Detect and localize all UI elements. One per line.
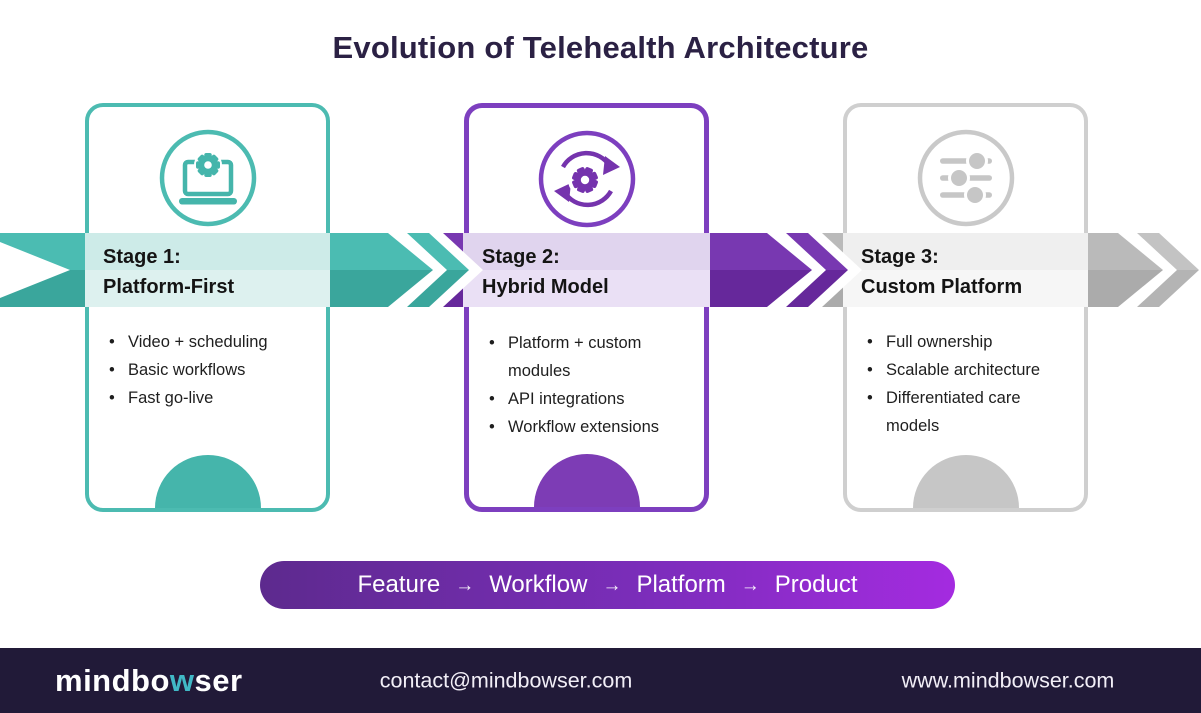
page-title: Evolution of Telehealth Architecture — [332, 30, 869, 65]
progression-item: Product — [774, 571, 858, 598]
arrow-right-icon: → — [602, 575, 622, 596]
logo-accent-w: w — [169, 662, 195, 698]
semicircle-decoration — [912, 455, 1019, 508]
bullet-item: Scalable architecture — [865, 356, 1074, 384]
stage-1-heading: Stage 1: Platform-First — [103, 233, 234, 307]
bullet-text: Differentiated care models — [886, 389, 1021, 435]
stage-1-bullets: Video + scheduling Basic workflows Fast … — [107, 328, 316, 412]
logo-text: ser — [194, 662, 243, 698]
laptop-gear-icon — [156, 126, 260, 230]
bullet-item: Fast go-live — [107, 384, 316, 412]
stage-3-heading: Stage 3: Custom Platform — [861, 233, 1022, 307]
progression-item: Feature — [357, 571, 441, 598]
logo-text: mindbo — [55, 662, 170, 698]
stage-label: Stage 2: — [482, 245, 560, 268]
bullet-item: Platform + custom modules — [487, 329, 694, 385]
bullet-item: Differentiated care models — [865, 384, 1074, 440]
stage-card-1: Video + scheduling Basic workflows Fast … — [85, 103, 330, 512]
progression-item: Platform — [636, 571, 726, 598]
sliders-icon — [914, 126, 1018, 230]
bullet-text: Video + scheduling — [128, 333, 268, 351]
stage-2-bullets: Platform + custom modules API integratio… — [487, 329, 694, 441]
stage-name: Custom Platform — [861, 275, 1023, 298]
stage-card-2: Platform + custom modules API integratio… — [464, 103, 709, 512]
website-url: www.mindbowser.com — [901, 668, 1115, 692]
stage-name: Platform-First — [103, 275, 235, 298]
contact-email: contact@mindbowser.com — [379, 668, 633, 692]
semicircle-decoration — [154, 455, 261, 508]
bullet-item: Workflow extensions — [487, 413, 694, 441]
stage-3-bullets: Full ownership Scalable architecture Dif… — [865, 328, 1074, 440]
bullet-text: Workflow extensions — [508, 418, 660, 436]
arrow-right-icon: → — [455, 575, 475, 596]
bullet-text: Full ownership — [886, 333, 993, 351]
stage-card-3: Full ownership Scalable architecture Dif… — [843, 103, 1088, 512]
bullet-item: Video + scheduling — [107, 328, 316, 356]
stage-label: Stage 1: — [103, 245, 181, 268]
bullet-text: Platform + custom modules — [508, 334, 642, 380]
semicircle-decoration — [533, 454, 640, 507]
bullet-text: Basic workflows — [128, 361, 246, 379]
stage-2-heading: Stage 2: Hybrid Model — [482, 233, 609, 307]
footer-bar: mindbowser contact@mindbowser.com www.mi… — [0, 648, 1201, 713]
mindbowser-logo: mindbowser — [55, 663, 243, 699]
bullet-text: API integrations — [508, 390, 625, 408]
bullet-item: API integrations — [487, 385, 694, 413]
progression-item: Workflow — [489, 571, 588, 598]
sync-gear-icon — [535, 127, 639, 231]
bullet-text: Scalable architecture — [886, 361, 1041, 379]
stage-label: Stage 3: — [861, 245, 939, 268]
arrow-right-icon: → — [740, 575, 760, 596]
bullet-text: Fast go-live — [128, 389, 214, 407]
bullet-item: Basic workflows — [107, 356, 316, 384]
bullet-item: Full ownership — [865, 328, 1074, 356]
progression-pill: Feature → Workflow → Platform → Product — [260, 561, 955, 609]
progress-arrow-ribbon — [0, 233, 1201, 307]
stage-name: Hybrid Model — [482, 275, 609, 298]
